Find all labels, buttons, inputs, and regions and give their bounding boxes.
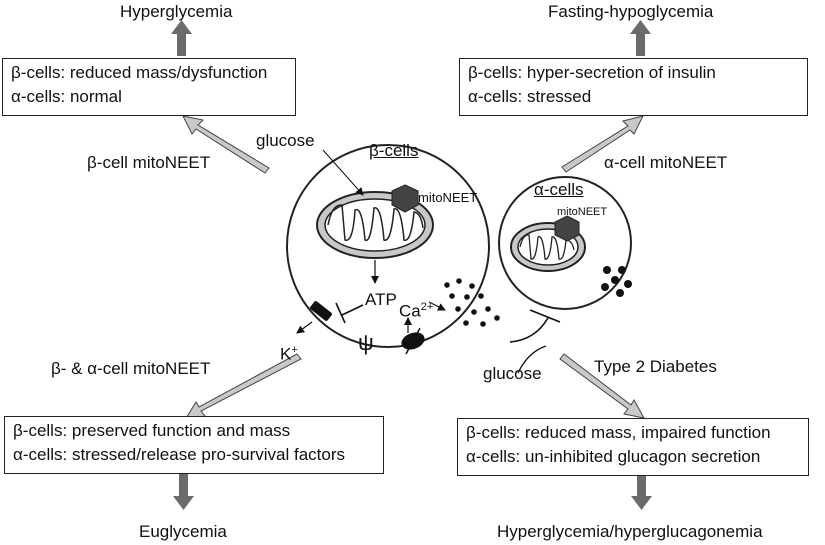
potassium-charge: +: [291, 344, 298, 356]
box-type-2-diabetes: β-cells: reduced mass, impaired function…: [457, 418, 809, 476]
atp-inhibition: [335, 302, 364, 324]
outcome-arrow-bottom-right: [631, 474, 652, 510]
condition-beta-alpha-mitoneet: β- & α-cell mitoNEET: [51, 359, 211, 378]
calcium-charge: 2+: [420, 301, 434, 313]
mitoneet-label-alpha: mitoNEET: [557, 206, 608, 218]
potassium-symbol: K: [280, 344, 292, 364]
k-efflux-arrow: [296, 321, 313, 334]
membrane-potential-psi: ψ: [358, 330, 374, 355]
insulin-granules: [444, 278, 500, 327]
beta-cells-title: β-cells: [369, 141, 419, 160]
box-line: β-cells: reduced mass, impaired function: [466, 423, 771, 442]
calcium-symbol: Ca: [399, 301, 421, 321]
outcome-arrow-top-left: [171, 20, 192, 56]
box-line: α-cells: stressed/release pro-survival f…: [13, 445, 345, 464]
box-line: β-cells: preserved function and mass: [13, 421, 291, 440]
calcium-exocytosis-arrow: [428, 301, 446, 311]
box-beta-mitoneet: β-cells: reduced mass/dysfunction α-cell…: [2, 58, 296, 116]
hollow-arrow-top-left: [182, 115, 270, 174]
hollow-arrow-top-right: [561, 115, 644, 173]
condition-type-2-diabetes: Type 2 Diabetes: [594, 357, 717, 376]
glucose-label-top: glucose: [256, 131, 315, 150]
outcome-arrow-bottom-left: [173, 474, 194, 510]
box-alpha-mitoneet: β-cells: hyper-secretion of insulin α-ce…: [459, 58, 808, 116]
mitoneet-hexagon-alpha: [554, 215, 580, 242]
k-atp-channel: [310, 301, 332, 321]
outcome-hyperglycemia-hyperglucagonemia: Hyperglycemia/hyperglucagonemia: [497, 522, 763, 541]
glucagon-granules: [601, 266, 632, 297]
alpha-cells-title: α-cells: [534, 180, 584, 199]
outcome-fasting-hypoglycemia: Fasting-hypoglycemia: [548, 2, 714, 21]
box-beta-alpha-mitoneet: β-cells: preserved function and mass α-c…: [4, 416, 384, 474]
hollow-arrow-bottom-right: [559, 353, 645, 419]
insulin-inhibits-alpha: [509, 309, 561, 343]
box-line: α-cells: normal: [11, 87, 122, 106]
box-line: β-cells: hyper-secretion of insulin: [468, 63, 716, 82]
atp-label: ATP: [365, 290, 397, 309]
box-line: β-cells: reduced mass/dysfunction: [11, 63, 268, 82]
glucose-label-bottom: glucose: [483, 364, 542, 383]
mitoneet-hexagon-beta: [391, 184, 419, 213]
condition-alpha-mitoneet: α-cell mitoNEET: [604, 153, 728, 172]
outcome-hyperglycemia: Hyperglycemia: [120, 2, 233, 21]
box-line: α-cells: un-inhibited glucagon secretion: [466, 447, 761, 466]
outcome-euglycemia: Euglycemia: [139, 522, 227, 541]
outcome-arrow-top-right: [630, 20, 651, 56]
condition-beta-mitoneet: β-cell mitoNEET: [87, 153, 211, 172]
glucose-entry-arrow: [322, 149, 364, 196]
calcium-channel-bar: [405, 327, 421, 355]
glucose-inhibition-line: [517, 345, 547, 374]
mitoneet-label-beta: mitoNEET: [418, 190, 478, 205]
calcium-label: Ca2+: [399, 297, 433, 322]
potassium-label: K+: [280, 340, 298, 365]
beta-mitochondrion: [316, 191, 434, 259]
box-line: α-cells: stressed: [468, 87, 592, 106]
